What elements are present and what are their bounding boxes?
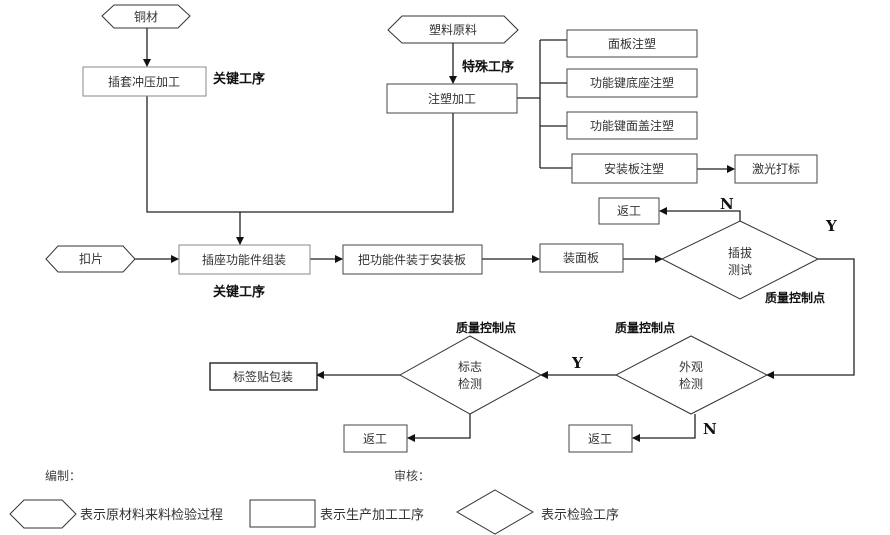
- rework-label-1: 返工: [617, 204, 641, 218]
- reviewed-by-label: 审核：: [394, 468, 430, 483]
- no-label-1: N: [720, 195, 734, 213]
- raw-material-clip-label: 扣片: [79, 252, 103, 266]
- process-label-pack-label: 标签贴包装: [233, 369, 293, 384]
- process-key-cover-mold: 功能键面盖注塑: [566, 111, 698, 140]
- process-plate-mold: 安装板注塑: [571, 153, 698, 184]
- process-key-base-mold: 功能键底座注塑: [566, 68, 698, 98]
- process-laser-label: 激光打标: [752, 162, 800, 176]
- compiled-by-label: 编制：: [45, 468, 81, 483]
- rework-box-3: 返工: [343, 424, 408, 453]
- special-process-note: 特殊工序: [462, 59, 514, 75]
- process-panel-mold-label: 面板注塑: [608, 36, 656, 51]
- quality-point-note-3: 质量控制点: [615, 320, 675, 335]
- legend-inspection: 表示检验工序: [456, 489, 619, 535]
- raw-material-copper: 铜材: [101, 4, 191, 29]
- key-process-note-1: 关键工序: [213, 71, 265, 87]
- rework-label-3: 返工: [363, 432, 387, 446]
- rework-label-2: 返工: [588, 432, 612, 446]
- legend-process-label: 表示生产加工工序: [320, 508, 424, 523]
- process-injection-label: 注塑加工: [428, 91, 476, 106]
- legend-raw-material: 表示原材料来料检验过程: [9, 499, 223, 529]
- process-stamping-label: 插套冲压加工: [108, 74, 180, 89]
- raw-material-copper-label: 铜材: [134, 9, 158, 24]
- inspection-marking-line2: 检测: [458, 376, 482, 391]
- process-key-base-mold-label: 功能键底座注塑: [590, 75, 674, 90]
- raw-material-plastic: 塑料原料: [387, 15, 519, 44]
- rework-box-1: 返工: [598, 197, 660, 225]
- process-socket-assembly: 插座功能件组装: [178, 244, 311, 275]
- process-mount-parts: 把功能件装于安装板: [342, 244, 483, 275]
- legend-process: 表示生产加工工序: [249, 499, 424, 528]
- process-laser: 激光打标: [734, 154, 818, 184]
- legend: 表示原材料来料检验过程 表示生产加工工序 表示检验工序: [9, 489, 619, 535]
- process-plate-mold-label: 安装板注塑: [604, 161, 664, 176]
- process-injection: 注塑加工: [386, 83, 518, 114]
- inspection-marking-line1: 标志: [458, 360, 482, 374]
- no-label-2: N: [703, 420, 717, 438]
- legend-raw-material-label: 表示原材料来料检验过程: [80, 507, 223, 523]
- yes-label-1: Y: [825, 217, 837, 235]
- key-process-note-2: 关键工序: [213, 284, 265, 300]
- process-install-panel: 装面板: [539, 243, 624, 273]
- yes-label-2: Y: [571, 354, 583, 372]
- raw-material-clip: 扣片: [45, 245, 136, 273]
- raw-material-plastic-label: 塑料原料: [429, 22, 477, 37]
- process-stamping: 插套冲压加工: [82, 66, 207, 97]
- quality-point-note-1: 质量控制点: [765, 290, 825, 305]
- process-mount-parts-label: 把功能件装于安装板: [358, 252, 466, 267]
- inspection-visual-line2: 检测: [679, 376, 703, 391]
- inspection-plug-test: 插拔 测试: [660, 220, 820, 300]
- inspection-visual-line1: 外观: [679, 360, 703, 374]
- inspection-marking: 标志 检测: [398, 335, 543, 415]
- inspection-visual: 外观 检测: [614, 335, 769, 415]
- connectors: [135, 28, 855, 442]
- process-socket-assembly-label: 插座功能件组装: [202, 252, 286, 267]
- process-key-cover-mold-label: 功能键面盖注塑: [590, 118, 674, 133]
- legend-inspection-label: 表示检验工序: [541, 507, 619, 523]
- rework-box-2: 返工: [568, 424, 633, 453]
- inspection-plug-test-line1: 插拔: [728, 245, 752, 260]
- process-panel-mold: 面板注塑: [566, 29, 698, 58]
- process-install-panel-label: 装面板: [563, 251, 599, 265]
- inspection-plug-test-line2: 测试: [728, 262, 752, 277]
- quality-point-note-2: 质量控制点: [456, 320, 516, 335]
- process-label-pack: 标签贴包装: [209, 362, 318, 391]
